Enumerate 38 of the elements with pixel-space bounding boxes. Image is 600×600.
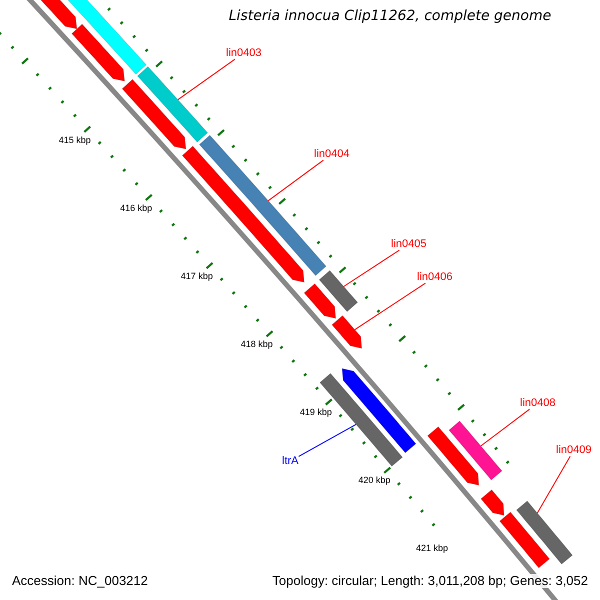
gene-feature [182, 146, 305, 283]
leader-line [343, 250, 400, 287]
gene-feature [342, 368, 416, 454]
genome-info-text: Topology: circular; Length: 3,011,208 bp; Genes: 3,052 [270, 574, 590, 588]
gene-feature [448, 420, 502, 480]
leader-line [354, 282, 426, 330]
gene-feature [499, 512, 550, 568]
scale-label: 416 kbp [120, 204, 152, 214]
gene-feature [318, 270, 358, 312]
gene-label: lin0409 [556, 444, 592, 456]
gene-feature [427, 426, 480, 486]
scale-label: 421 kbp [416, 544, 448, 554]
title: Listeria innocua Clip11262, complete genome [228, 8, 552, 24]
gene-feature [480, 489, 504, 516]
gene-feature [304, 283, 336, 319]
gene-feature [71, 24, 125, 82]
gene-label: ltrA [282, 455, 298, 468]
scale-label: 419 kbp [300, 408, 332, 418]
gene-feature [122, 78, 186, 150]
leader-line [536, 456, 571, 514]
gene-label: lin0405 [391, 238, 426, 250]
scale-label: 418 kbp [240, 340, 273, 350]
scale-label: 420 kbp [358, 476, 390, 486]
gene-label: lin0404 [314, 148, 350, 160]
leader-line [298, 424, 356, 457]
gene-feature [516, 500, 573, 565]
accession-text: Accession: NC_003212 [10, 574, 150, 588]
gene-feature [319, 372, 403, 467]
gene-label: lin0408 [520, 397, 556, 410]
scale-label: 417 kbp [180, 272, 213, 282]
scale-label: 415 kbp [58, 136, 91, 146]
gene-feature [137, 66, 208, 143]
gene-label: lin0406 [417, 271, 452, 284]
leader-line [268, 160, 324, 202]
gene-feature [332, 315, 362, 349]
gene-label: lin0403 [226, 47, 262, 60]
leader-line [480, 408, 530, 446]
leader-line [177, 58, 236, 100]
